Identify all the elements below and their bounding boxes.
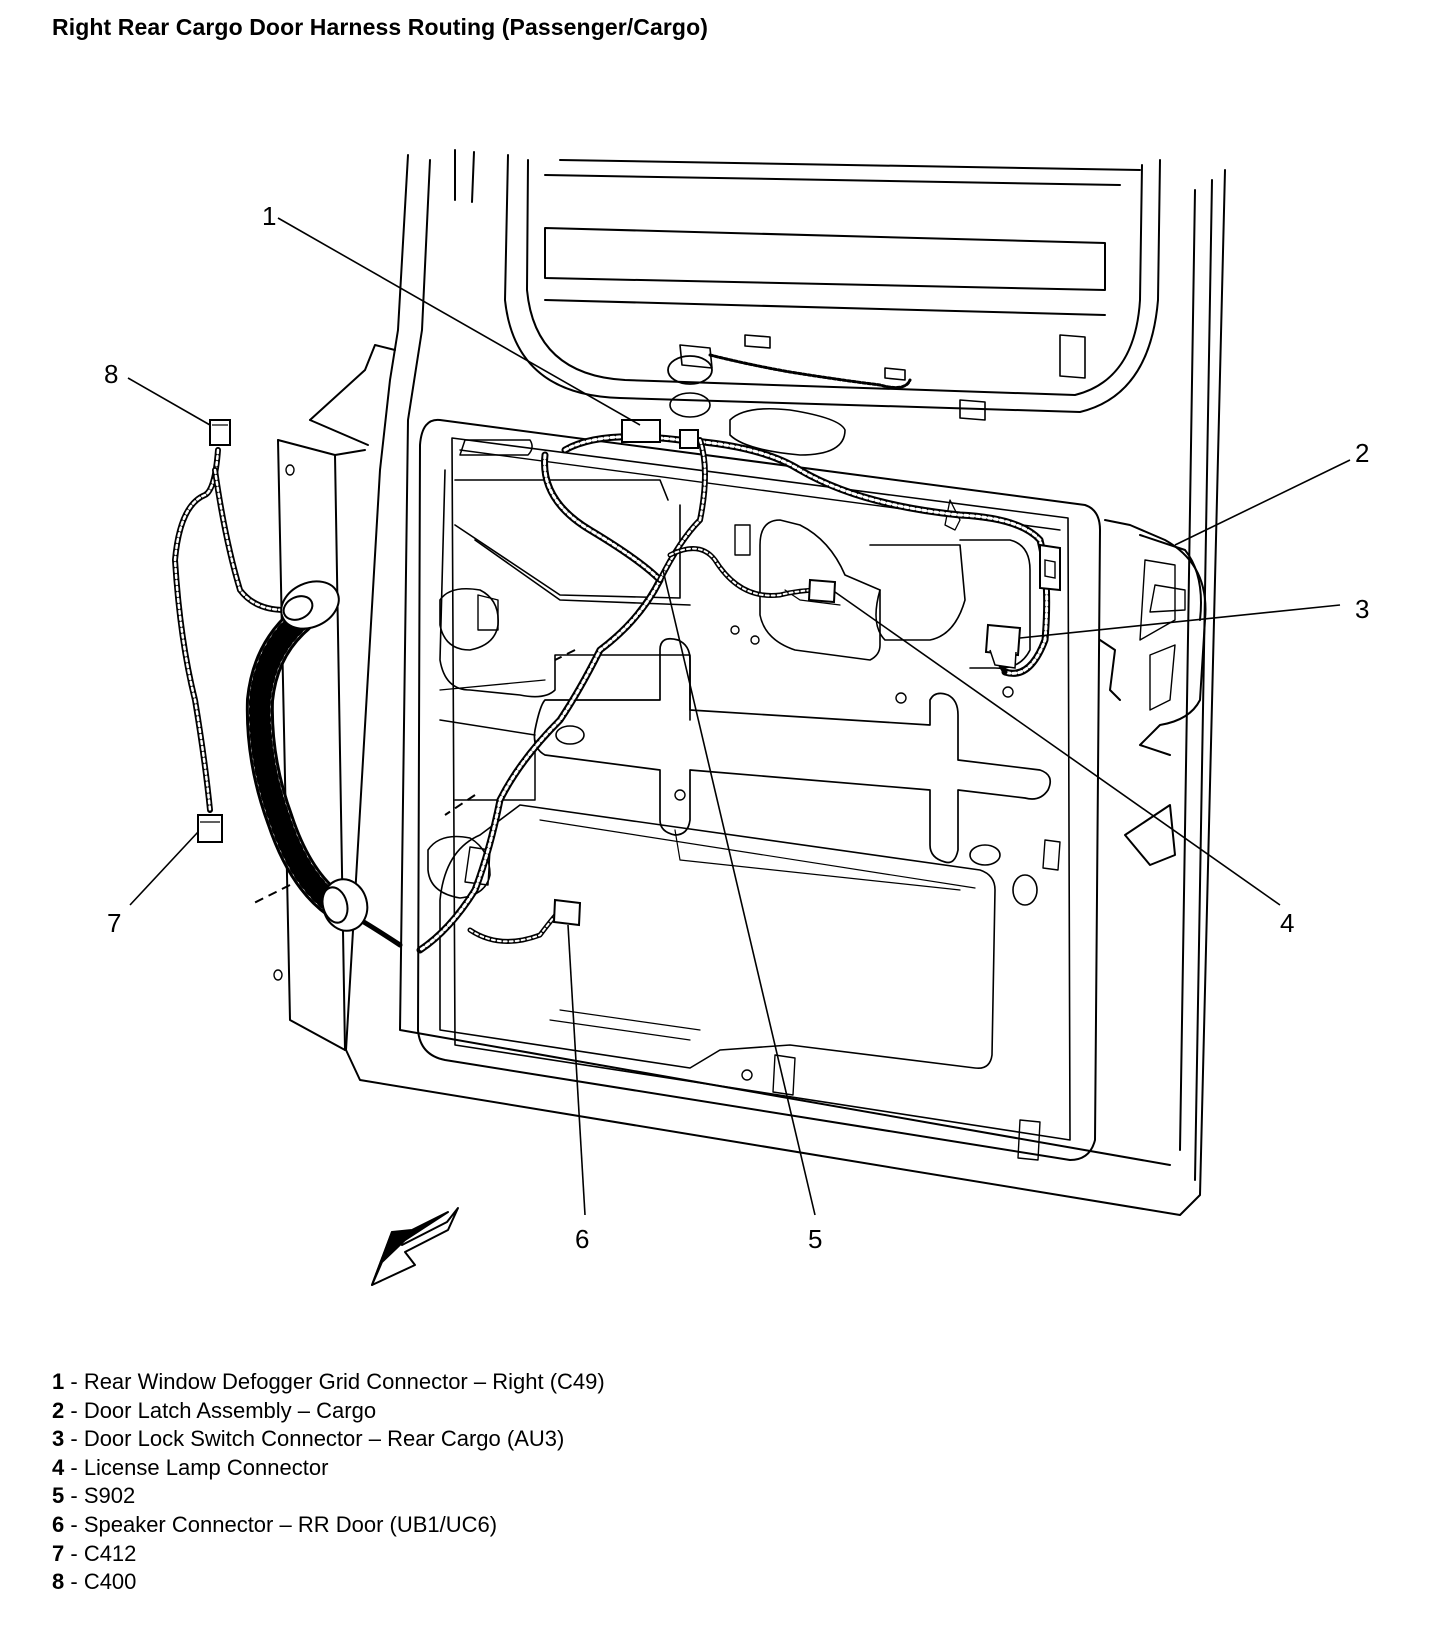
legend-item: 5 - S902 (52, 1482, 605, 1511)
legend-item: 4 - License Lamp Connector (52, 1454, 605, 1483)
legend-item-number: 4 (52, 1454, 65, 1480)
door-inner-panel (417, 418, 1101, 1161)
wiring-harness (172, 433, 1051, 954)
legend-item-number: 6 (52, 1511, 65, 1537)
legend-item-text: Door Lock Switch Connector – Rear Cargo … (83, 1426, 565, 1452)
leader-lines (127, 217, 1351, 1216)
legend-item: 6 - Speaker Connector – RR Door (UB1/UC6… (52, 1511, 605, 1540)
legend-item: 2 - Door Latch Assembly – Cargo (52, 1397, 605, 1426)
legend-item-number: 7 (52, 1540, 65, 1566)
legend-item-separator: - (64, 1397, 84, 1423)
legend-item-text: S902 (83, 1483, 136, 1509)
door-frame (345, 149, 1226, 1216)
connector-c412 (197, 814, 223, 843)
callout-6: 6 (575, 1224, 589, 1254)
legend-item-number: 8 (52, 1569, 65, 1595)
legend-item: 1 - Rear Window Defogger Grid Connector … (52, 1368, 605, 1397)
legend-item-number: 5 (52, 1483, 65, 1509)
front-direction-arrow-icon (371, 1207, 459, 1286)
legend-item: 8 - C400 (52, 1568, 605, 1597)
legend-item-number: 1 (52, 1369, 65, 1394)
callout-2: 2 (1355, 438, 1369, 468)
defogger-area (667, 334, 1086, 456)
legend-item-separator: - (64, 1426, 84, 1452)
connector-c400 (209, 419, 231, 446)
callout-5: 5 (808, 1224, 822, 1254)
legend-item-number: 2 (52, 1397, 65, 1423)
legend-item-text: C400 (83, 1569, 137, 1595)
connector-c49 (621, 419, 699, 449)
callout-8: 8 (104, 359, 118, 389)
legend-item-separator: - (64, 1454, 84, 1480)
callout-3: 3 (1355, 594, 1369, 624)
latch-assembly (1039, 543, 1061, 592)
legend-item-text: Speaker Connector – RR Door (UB1/UC6) (83, 1511, 498, 1537)
hinge-pillar (273, 344, 396, 1051)
harness-routing-diagram: 1 2 3 4 5 6 7 8 (104, 149, 1369, 1286)
legend-item-separator: - (64, 1369, 84, 1394)
page-title: Right Rear Cargo Door Harness Routing (P… (52, 14, 708, 40)
connector-license-lamp (807, 578, 837, 604)
legend-item-number: 3 (52, 1426, 65, 1452)
legend: 1 - Rear Window Defogger Grid Connector … (52, 1368, 605, 1597)
hidden-routing-lines (249, 649, 576, 906)
connector-speaker (552, 898, 582, 927)
connector-lock-switch (984, 623, 1022, 669)
legend-item: 7 - C412 (52, 1540, 605, 1569)
legend-item: 3 - Door Lock Switch Connector – Rear Ca… (52, 1425, 605, 1454)
legend-item-text: Door Latch Assembly – Cargo (83, 1397, 377, 1423)
legend-item-separator: - (64, 1569, 84, 1595)
callout-4: 4 (1280, 908, 1294, 938)
legend-item-separator: - (64, 1511, 84, 1537)
grommets (280, 580, 369, 932)
legend-item-text: C412 (83, 1540, 137, 1566)
callout-7: 7 (107, 908, 121, 938)
legend-item-separator: - (64, 1540, 84, 1566)
callout-1: 1 (262, 201, 276, 231)
legend-item-text: Rear Window Defogger Grid Connector – Ri… (83, 1369, 605, 1394)
latch-edge (1099, 519, 1207, 866)
legend-item-text: License Lamp Connector (83, 1454, 329, 1480)
legend-item-separator: - (64, 1483, 84, 1509)
